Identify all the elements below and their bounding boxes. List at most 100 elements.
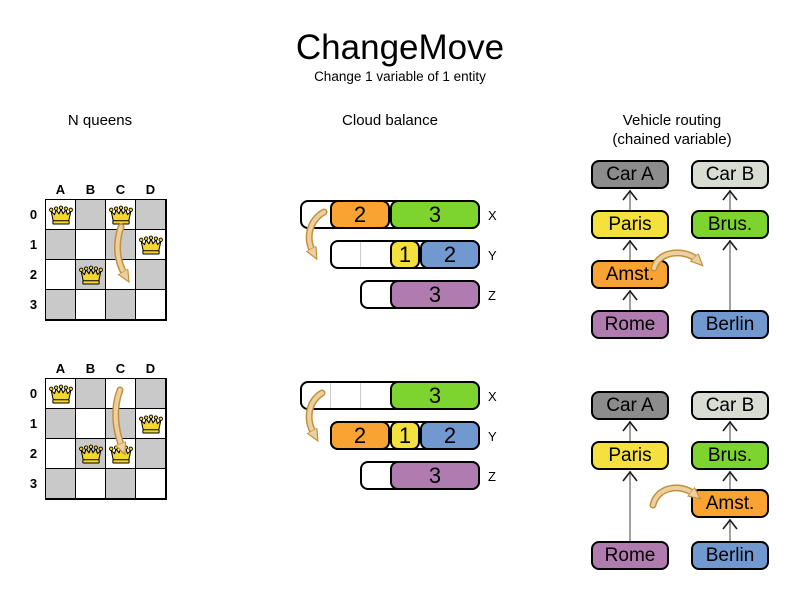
board-cell — [136, 439, 166, 469]
board-cell — [106, 379, 136, 409]
board-row-label: 2 — [29, 267, 38, 282]
nqueens-board-after — [45, 378, 167, 500]
vehicle-box: Rome — [591, 541, 669, 570]
cloud-grid-line — [360, 383, 361, 408]
board-cell — [106, 230, 136, 260]
cloud-computer-label: Y — [488, 248, 497, 263]
chain-arrowhead — [722, 189, 738, 201]
cloud-process: 3 — [390, 461, 480, 490]
vehicle-header-line2: (chained variable) — [612, 131, 732, 148]
nqueens-header: N queens — [67, 112, 133, 129]
diagram-title: ChangeMove — [295, 28, 505, 67]
board-row-label: 0 — [29, 386, 38, 401]
cloud-process: 2 — [330, 200, 390, 229]
board-cell — [136, 200, 166, 230]
board-cell — [136, 379, 166, 409]
board-row-label: 1 — [29, 237, 38, 252]
queen-icon — [78, 264, 104, 287]
chain-arrowhead — [622, 189, 638, 201]
chain-arrowhead — [722, 470, 738, 482]
chain-arrowhead — [622, 420, 638, 432]
cloud-process: 1 — [390, 240, 420, 269]
cloud-header: Cloud balance — [342, 112, 438, 129]
board-cell — [136, 290, 166, 320]
vehicle-box: Berlin — [691, 310, 769, 339]
vehicle-box: Brus. — [691, 210, 769, 239]
cloud-grid-line — [330, 383, 331, 408]
move-arrow-vehicle-after — [649, 484, 694, 509]
board-row-label: 0 — [29, 207, 38, 222]
vehicle-box: Car B — [691, 160, 769, 189]
vehicle-box: Car A — [591, 160, 669, 189]
chain-arrowhead — [622, 289, 638, 301]
board-cell — [106, 409, 136, 439]
cloud-computer-label: X — [488, 389, 497, 404]
board-cell — [76, 200, 106, 230]
diagram-subtitle: Change 1 variable of 1 entity — [314, 69, 486, 84]
queen-icon — [138, 234, 164, 257]
cloud-process: 3 — [390, 381, 480, 410]
cloud-computer-label: Z — [488, 288, 496, 303]
board-row-label: 1 — [29, 416, 38, 431]
cloud-process: 2 — [420, 421, 480, 450]
vehicle-box: Paris — [591, 441, 669, 470]
board-col-label: A — [55, 182, 66, 197]
board-cell — [106, 469, 136, 499]
board-row-label: 3 — [29, 297, 38, 312]
cloud-grid-line — [360, 242, 361, 267]
board-col-label: D — [145, 182, 156, 197]
vehicle-box: Car B — [691, 391, 769, 420]
board-col-label: B — [85, 361, 96, 376]
board-cell — [46, 409, 76, 439]
board-cell — [106, 290, 136, 320]
board-cell — [76, 290, 106, 320]
queen-icon — [78, 443, 104, 466]
nqueens-board-before — [45, 199, 167, 321]
board-col-label: C — [115, 361, 126, 376]
vehicle-box: Rome — [591, 310, 669, 339]
cloud-computer-label: Y — [488, 429, 497, 444]
vehicle-box: Car A — [591, 391, 669, 420]
board-row-label: 2 — [29, 446, 38, 461]
board-cell — [76, 230, 106, 260]
chain-arrowhead — [622, 470, 638, 482]
board-col-label: A — [55, 361, 66, 376]
vehicle-header-line1: Vehicle routing — [622, 112, 722, 129]
board-cell — [46, 260, 76, 290]
board-col-label: B — [85, 182, 96, 197]
board-col-label: C — [115, 182, 126, 197]
cloud-computer-label: X — [488, 208, 497, 223]
vehicle-box: Amst. — [591, 260, 669, 289]
board-cell — [136, 469, 166, 499]
queen-icon — [48, 204, 74, 227]
board-col-label: D — [145, 361, 156, 376]
board-cell — [106, 260, 136, 290]
board-row-label: 3 — [29, 476, 38, 491]
board-cell — [136, 260, 166, 290]
vehicle-box: Paris — [591, 210, 669, 239]
queen-icon — [48, 383, 74, 406]
cloud-process: 2 — [420, 240, 480, 269]
vehicle-header: Vehicle routing (chained variable) — [592, 111, 752, 149]
board-cell — [46, 439, 76, 469]
board-cell — [76, 379, 106, 409]
board-cell — [76, 469, 106, 499]
chain-arrowhead — [722, 518, 738, 530]
vehicle-box: Amst. — [691, 489, 769, 518]
board-cell — [76, 409, 106, 439]
vehicle-box: Berlin — [691, 541, 769, 570]
queen-icon — [108, 443, 134, 466]
chain-arrowhead — [622, 239, 638, 251]
cloud-process: 3 — [390, 200, 480, 229]
board-cell — [46, 469, 76, 499]
chain-arrowhead — [722, 420, 738, 432]
cloud-process: 2 — [330, 421, 390, 450]
cloud-computer-label: Z — [488, 469, 496, 484]
queen-icon — [108, 204, 134, 227]
cloud-process: 3 — [390, 280, 480, 309]
queen-icon — [138, 413, 164, 436]
cloud-process: 1 — [390, 421, 420, 450]
board-cell — [46, 230, 76, 260]
vehicle-box: Brus. — [691, 441, 769, 470]
